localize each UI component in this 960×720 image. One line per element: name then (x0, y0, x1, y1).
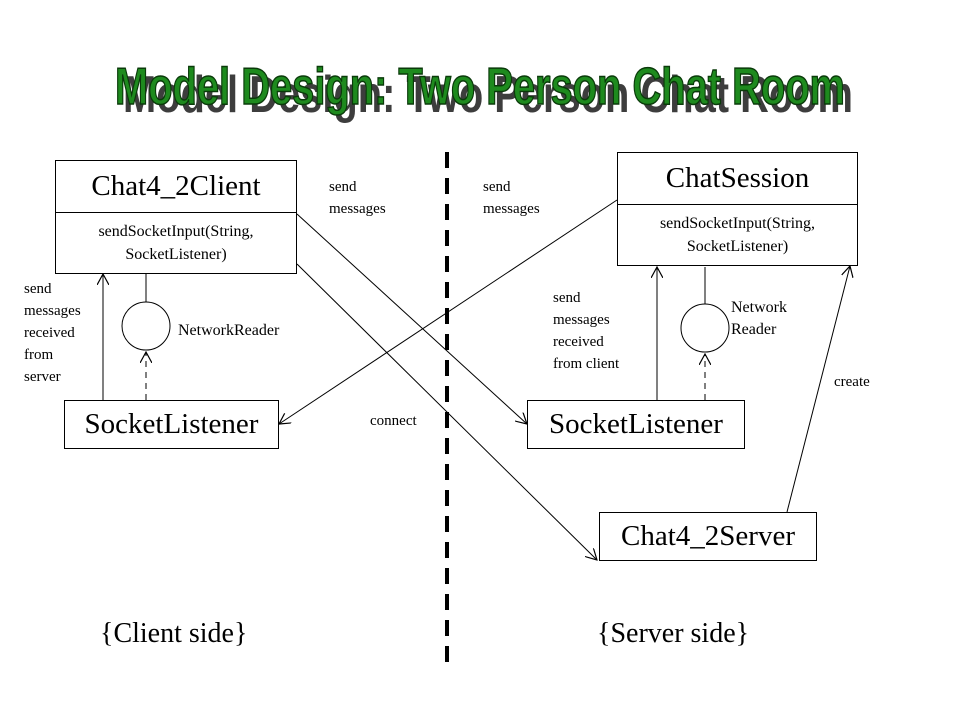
title-shadow: Model Design: Two Person Chat Room (123, 66, 853, 124)
server-side-label: {Server side} (597, 618, 750, 649)
server-reader-circle (680, 303, 730, 353)
client-class-box: Chat4_2Client sendSocketInput(String, So… (55, 160, 297, 274)
send-messages-right-label: send messages (483, 179, 540, 217)
send-messages-left-label: send messages (329, 179, 386, 217)
client-recv-label: send messages received from server (24, 281, 81, 385)
client-reader-label: NetworkReader (178, 322, 280, 339)
client-socket-listener-name: SocketListener (84, 408, 259, 440)
server-reader-label: Network Reader (731, 299, 787, 338)
chat-session-method: sendSocketInput(String, SocketListener) (618, 204, 857, 266)
connect-label: connect (370, 413, 417, 429)
title-graphic: Model Design: Two Person Chat Room Model… (114, 57, 853, 124)
client-side-label: {Client side} (100, 618, 248, 649)
client-method: sendSocketInput(String, SocketListener) (56, 212, 296, 274)
server-socket-listener-name: SocketListener (549, 408, 723, 440)
server-socket-listener-box: SocketListener (527, 400, 745, 449)
server-send-arrow (279, 199, 618, 424)
client-send-arrow (296, 213, 527, 424)
connect-arrow (296, 263, 597, 560)
client-socket-listener-box: SocketListener (64, 400, 279, 449)
chat-session-name: ChatSession (665, 162, 810, 194)
page-title: Model Design: Two Person Chat Room (115, 58, 845, 116)
server-recv-label: send messages received from client (553, 290, 620, 372)
client-reader-circle (121, 301, 171, 351)
chat-session-box: ChatSession sendSocketInput(String, Sock… (617, 152, 858, 266)
create-label: create (834, 374, 870, 390)
chat-server-name: Chat4_2Server (621, 520, 795, 552)
chat-server-box: Chat4_2Server (599, 512, 817, 561)
create-arrow (786, 266, 850, 513)
client-class-name: Chat4_2Client (91, 170, 261, 202)
